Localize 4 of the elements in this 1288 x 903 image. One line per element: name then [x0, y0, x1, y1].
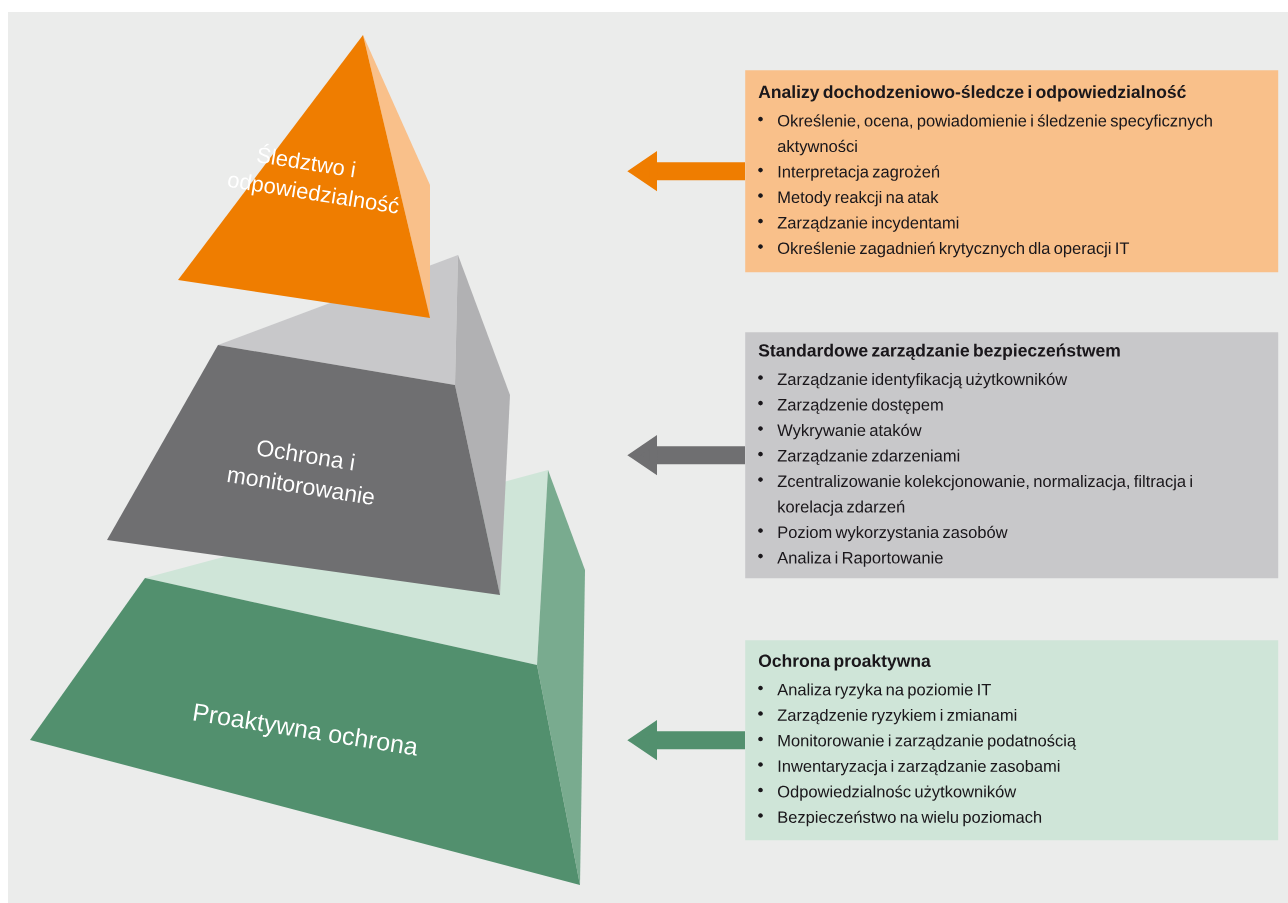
- pyramid-tier: Ochrona i monitorowanie: [107, 255, 510, 595]
- info-box: Analizy dochodzeniowo-śledcze i odpowiedzialność Określenie, ocena, powiadomienie i śledzenie specyficznych aktywności Interpretacja zagrożeń Metody reakcji na atak Zarządzanie incydentami Określenie zagadnień krytycznych dla operacji IT: [745, 70, 1279, 273]
- info-box: Standardowe zarządzanie bezpieczeństwem Zarządzanie identyfikacją użytkowników Zarządzenie dostępem Wykrywanie ataków Zarządzanie zdarzeniami Zcentralizowanie kolekcjonowanie, normalizacja, filtracja i korelacja zdarzeń Poziom wykorzystania zasobów Analiza i Raportowanie: [745, 332, 1279, 579]
- info-box: Ochrona proaktywna Analiza ryzyka na poziomie IT Zarządzenie ryzykiem i zmianami Monitorowanie i zarządzanie podatnością Inwentaryzacja i zarządzanie zasobami Odpowiedzialnośc użytkowników Bezpieczeństwo na wielu poziomach: [745, 640, 1279, 841]
